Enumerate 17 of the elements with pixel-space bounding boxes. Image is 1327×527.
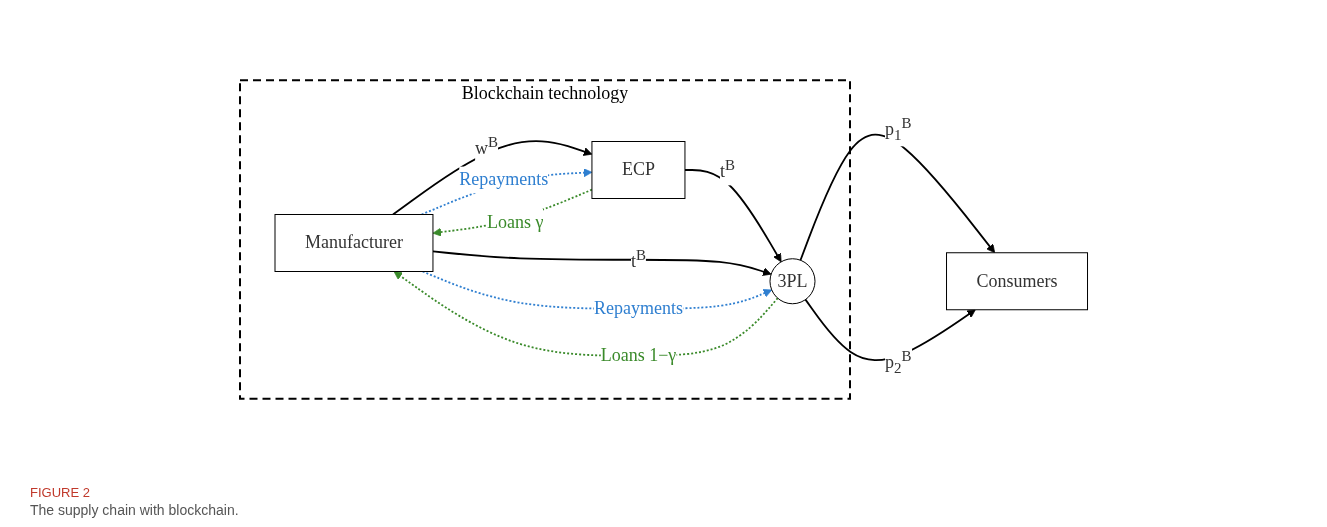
edge-label: Repayments (593, 298, 683, 319)
arrow (799, 133, 995, 262)
caption: The supply chain with blockchain. (30, 502, 239, 518)
edge-label: Loans 1−γ (600, 345, 676, 366)
edge-label: t$^{B}$ (630, 247, 646, 272)
figure-number: FIGURE 2 (30, 485, 90, 500)
node-box: ECP (591, 141, 686, 199)
node-box: Manufacturer (274, 214, 434, 272)
edge-label: Repayments (458, 169, 548, 190)
arrow (683, 169, 782, 263)
edge-label: Loans γ (486, 211, 544, 232)
edge-label: t$^{B}$ (719, 157, 735, 182)
node-box: Consumers (945, 252, 1088, 311)
arrow (432, 188, 593, 237)
arrow (431, 250, 772, 276)
edge-label: w$^{B}$ (474, 133, 498, 158)
node-circle: 3PL (769, 258, 816, 305)
